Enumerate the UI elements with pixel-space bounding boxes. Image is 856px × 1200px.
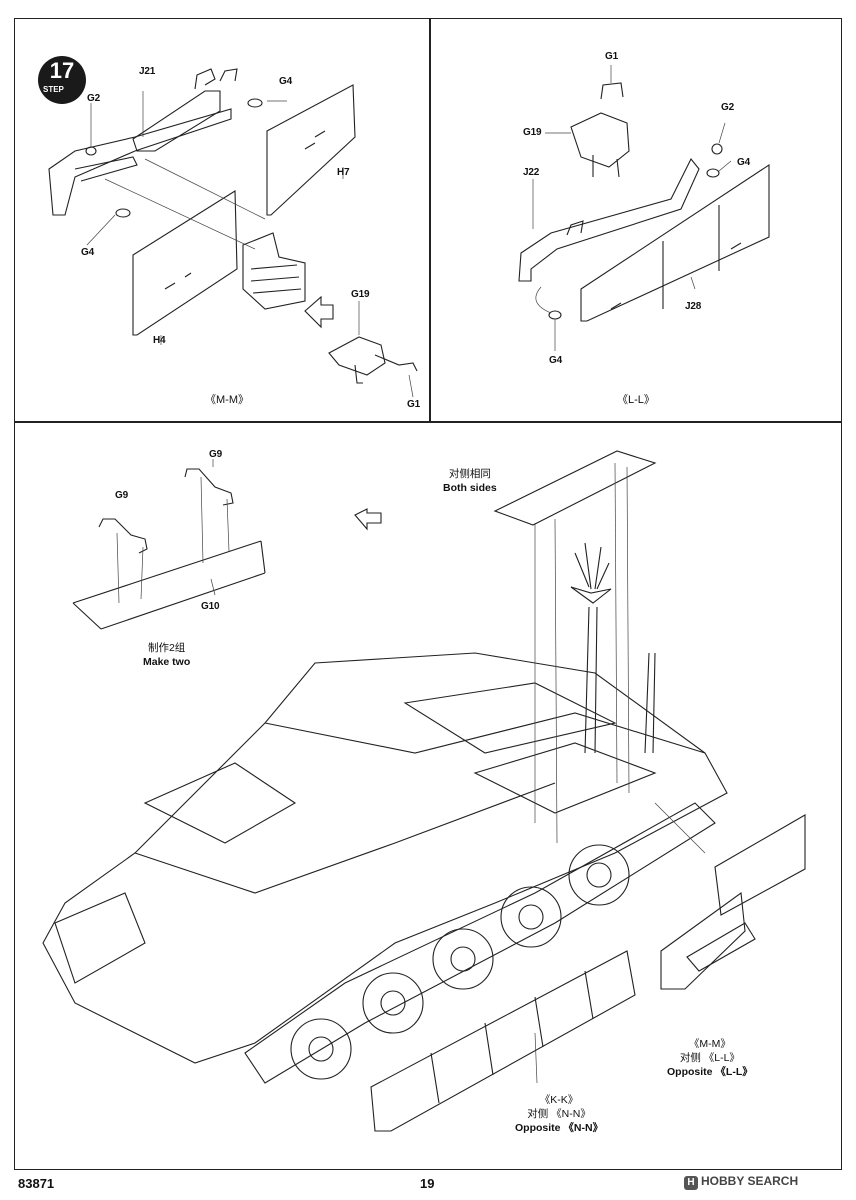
make-two-en: Make two [143,656,191,668]
view-label-ll: 《L-L》 [617,394,655,406]
part-label-g1: G1 [605,51,618,62]
callout-mm-view: 《M-M》 [688,1038,731,1050]
callout-opposite-cn: 对侧 《N-N》 [527,1108,591,1120]
step-number: 17 [49,58,75,83]
part-label-g4: G4 [81,247,94,258]
part-label-j21: J21 [139,66,156,77]
part-label-j22: J22 [523,167,540,178]
main-vehicle-drawing [42,450,806,1132]
part-label-g4: G4 [279,76,292,87]
callout-opposite-cn: 对侧 《L-L》 [679,1052,740,1064]
both-sides-en: Both sides [443,482,497,494]
part-label-g9: G9 [115,490,128,501]
part-label-g19: G19 [523,127,542,138]
callout-opposite-en: Opposite 《L-L》 [667,1066,753,1078]
product-code: 83871 [18,1176,55,1191]
part-label-j28: J28 [685,301,702,312]
callout-opposite-en: Opposite 《N-N》 [515,1122,604,1134]
part-label-g2: G2 [87,93,100,104]
watermark-text: HOBBY SEARCH [701,1174,799,1188]
step-badge: 17 STEP [37,55,87,105]
watermark-logo-icon: H [684,1176,698,1190]
mm-assembly-drawing [48,68,418,398]
part-label-h7: H7 [337,167,350,178]
panel-main-assembly: G9 G9 G10 制作2组 Make two 对侧相同 Both sides … [14,422,842,1170]
part-label-g4: G4 [737,157,750,168]
ll-assembly-drawing [518,65,770,351]
panel-mm-view: 17 STEP J21 G4 G2 H7 G4 H4 G19 G1 《M-M》 [14,18,430,422]
page-number: 19 [420,1176,435,1191]
part-label-g1: G1 [407,399,420,410]
part-label-h4: H4 [153,335,166,346]
callout-kk-view: 《K-K》 [539,1094,579,1106]
both-sides-cn: 对侧相同 [448,468,491,480]
part-label-g10: G10 [201,601,220,612]
make-two-note: 制作2组 Make two [143,641,190,669]
step-word: STEP [43,85,64,94]
callout-kk-opposite-nn: 《K-K》 对侧 《N-N》 Opposite 《N-N》 [515,1093,603,1135]
part-label-g19: G19 [351,289,370,300]
part-label-g4: G4 [549,355,562,366]
make-two-cn: 制作2组 [147,642,186,654]
both-sides-note: 对侧相同 Both sides [443,467,497,495]
panel-ll-view: G1 G2 G19 G4 J22 J28 G4 《L-L》 [430,18,842,422]
part-label-g2: G2 [721,102,734,113]
callout-mm-opposite-ll: 《M-M》 对侧 《L-L》 Opposite 《L-L》 [667,1037,753,1079]
part-label-g9: G9 [209,449,222,460]
view-label-mm: 《M-M》 [205,394,249,406]
